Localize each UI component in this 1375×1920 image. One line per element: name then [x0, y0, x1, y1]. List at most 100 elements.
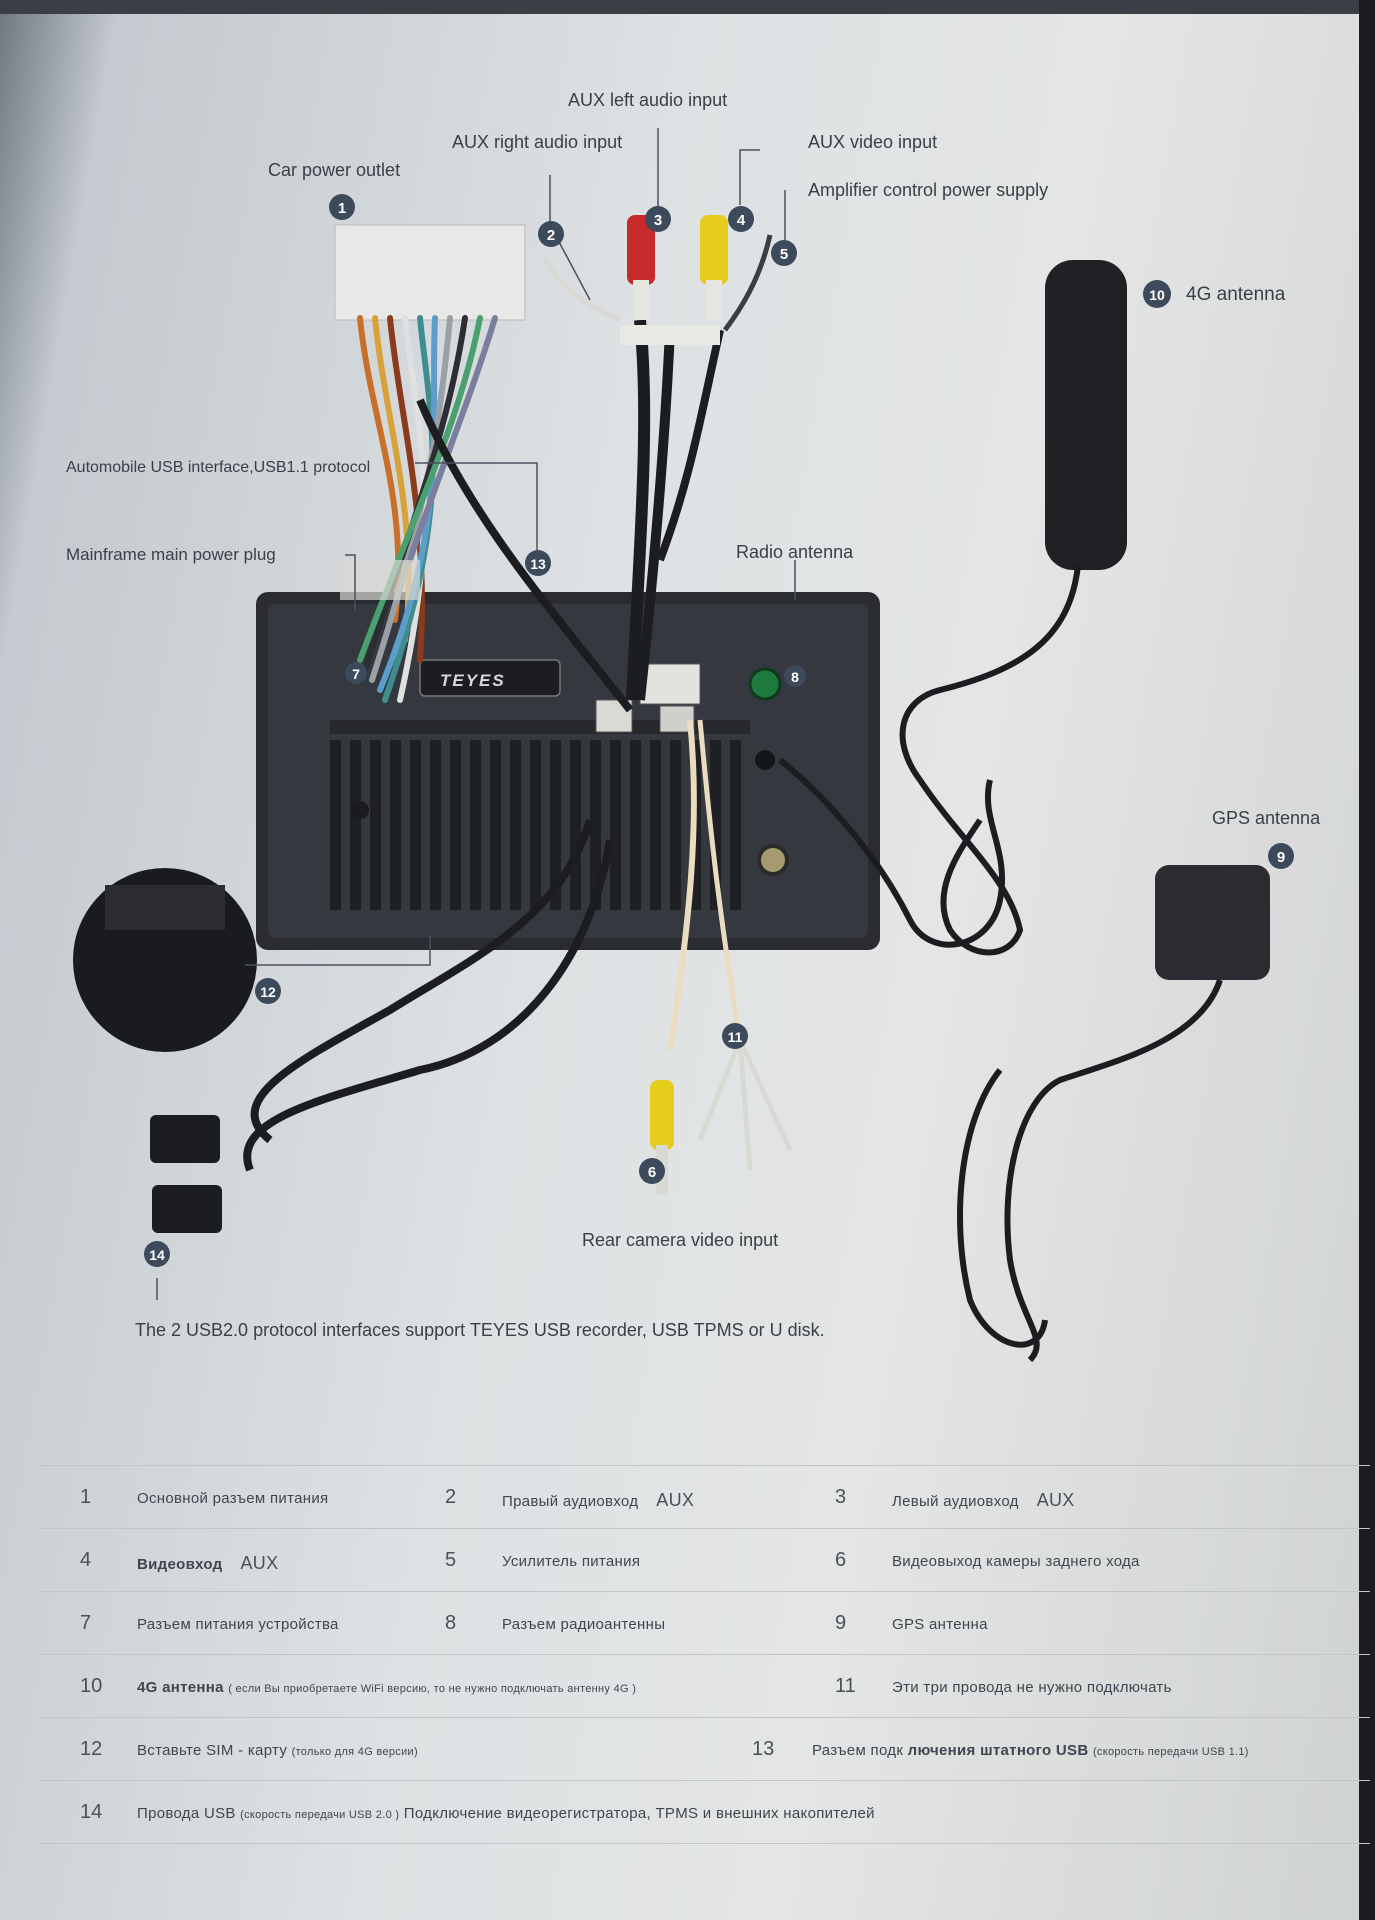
legend-number: 4 [80, 1549, 92, 1571]
svg-text:13: 13 [530, 556, 546, 572]
legend-text-bold: лючения штатного USB [907, 1742, 1089, 1759]
label-car-power-outlet: Car power outlet [268, 160, 400, 180]
svg-text:7: 7 [352, 666, 360, 682]
legend-note: (скорость передачи USB 1.1) [1092, 1746, 1249, 1758]
rca-bundle [542, 215, 773, 701]
rear-camera-wires [650, 719, 793, 1195]
legend-text: Видеовход [137, 1556, 223, 1573]
legend-text: Разъем подк [812, 1742, 904, 1759]
badge-9 [1268, 843, 1294, 869]
label-rear-camera: Rear camera video input [582, 1230, 778, 1250]
legend-number: 12 [80, 1738, 103, 1760]
legend-aux: AUX [240, 1553, 279, 1573]
usb11-wire [416, 398, 634, 713]
legend-aux: AUX [1036, 1490, 1075, 1510]
label-usb20-note: The 2 USB2.0 protocol interfaces support… [135, 1320, 825, 1340]
legend-text: Вставьте SIM - карту [137, 1742, 288, 1759]
head-unit: TEYES [256, 592, 880, 950]
usb20-cables [150, 818, 614, 1233]
legend-number: 7 [80, 1612, 92, 1634]
badge-10 [1143, 280, 1171, 308]
legend-text: 4G антенна [137, 1679, 224, 1696]
legend-text: GPS антенна [892, 1616, 988, 1633]
legend-table: 1 Основной разъем питания 2 Правый аудиовх… [40, 1465, 1370, 1844]
legend-number: 14 [80, 1801, 103, 1823]
legend-number: 1 [80, 1486, 92, 1508]
radio-antenna-cable [778, 757, 1006, 948]
power-harness [334, 224, 526, 703]
svg-text:10: 10 [1149, 287, 1165, 303]
svg-text:6: 6 [648, 1164, 656, 1181]
label-automobile-usb: Automobile USB interface,USB1.1 protocol [66, 459, 370, 476]
badge-5 [771, 240, 797, 266]
legend-number: 3 [835, 1486, 847, 1508]
label-amplifier-control: Amplifier control power supply [808, 180, 1048, 200]
legend-number: 13 [752, 1738, 775, 1760]
legend-text: Основной разъем питания [137, 1490, 329, 1507]
legend-row: 1 Основной разъем питания 2 Правый аудиовх… [40, 1465, 1370, 1529]
radio-antenna-port [748, 667, 782, 701]
svg-text:12: 12 [260, 984, 276, 1000]
legend-row: 7 Разъем питания устройства 8 Разъем радио… [40, 1592, 1370, 1655]
legend-row: 4 Видеовход AUX 5 Усилитель питания 6 Видеов… [40, 1529, 1370, 1592]
badge-14 [144, 1241, 170, 1267]
badge-6 [639, 1158, 665, 1184]
legend-text: Левый аудиовход [892, 1493, 1019, 1510]
legend-number: 11 [835, 1675, 856, 1697]
legend-text: Разъем радиоантенны [502, 1616, 666, 1633]
svg-text:2: 2 [547, 227, 555, 244]
label-4g-antenna: 4G antenna [1186, 284, 1286, 305]
gps-antenna [957, 865, 1270, 1363]
badge-7 [345, 662, 367, 684]
badge-4 [728, 206, 754, 232]
svg-text:11: 11 [728, 1029, 743, 1045]
legend-number: 5 [445, 1549, 457, 1571]
legend-aux: AUX [656, 1490, 695, 1510]
legend-row: 14 Провода USB (скорость передачи USB 2.0… [40, 1781, 1370, 1844]
4g-antenna [899, 260, 1127, 956]
svg-text:3: 3 [654, 212, 662, 229]
legend-note: (скорость передачи USB 2.0 ) [240, 1809, 400, 1821]
legend-text: Правый аудиовход [502, 1493, 639, 1510]
photo-top-edge [0, 0, 1375, 14]
photo-right-edge [1359, 0, 1375, 1920]
badge-12 [255, 978, 281, 1004]
badge-3 [645, 206, 671, 232]
number-badges: 1 2 3 4 5 6 7 8 9 10 11 12 13 14 [144, 194, 1294, 1267]
svg-text:5: 5 [780, 246, 788, 263]
legend-note: ( если Вы приобретаете WiFi версию, то н… [228, 1683, 637, 1695]
legend-number: 10 [80, 1675, 103, 1697]
label-aux-video: AUX video input [808, 132, 937, 152]
svg-text:4: 4 [737, 212, 746, 229]
label-aux-left-audio: AUX left audio input [568, 90, 727, 110]
legend-text-extra: Подключение видеорегистратора, TPMS и вн… [403, 1805, 875, 1822]
sim-slot-zoom [73, 868, 431, 1052]
legend-number: 6 [835, 1549, 847, 1571]
legend-text: Усилитель питания [502, 1553, 641, 1570]
legend-note: (только для 4G версии) [291, 1746, 418, 1758]
svg-text:14: 14 [149, 1247, 165, 1263]
badge-11 [722, 1023, 748, 1049]
legend-number: 2 [445, 1486, 457, 1508]
brand-logo: TEYES [440, 671, 506, 690]
label-mainframe-power: Mainframe main power plug [66, 545, 276, 564]
badge-1 [329, 194, 355, 220]
legend-text: Эти три провода не нужно подключать [892, 1679, 1172, 1696]
wiring-diagram: TEYES [66, 90, 1321, 1363]
legend-number: 9 [835, 1612, 847, 1634]
svg-text:8: 8 [791, 669, 799, 685]
badge-8 [784, 665, 806, 687]
label-aux-right-audio: AUX right audio input [452, 132, 622, 152]
badge-13 [525, 550, 551, 576]
legend-row: 12 Вставьте SIM - карту (только для 4G ве… [40, 1718, 1370, 1781]
legend-number: 8 [445, 1612, 457, 1634]
label-radio-antenna: Radio antenna [736, 542, 854, 562]
svg-text:9: 9 [1277, 849, 1285, 866]
svg-text:1: 1 [338, 200, 346, 217]
legend-text: Видеовыход камеры заднего хода [892, 1553, 1140, 1570]
label-gps-antenna: GPS antenna [1212, 808, 1321, 828]
legend-row: 10 4G антенна ( если Вы приобретаете WiFi… [40, 1655, 1370, 1718]
legend-text: Разъем питания устройства [137, 1616, 339, 1633]
badge-2 [538, 221, 564, 247]
legend-text: Провода USB [137, 1805, 236, 1822]
